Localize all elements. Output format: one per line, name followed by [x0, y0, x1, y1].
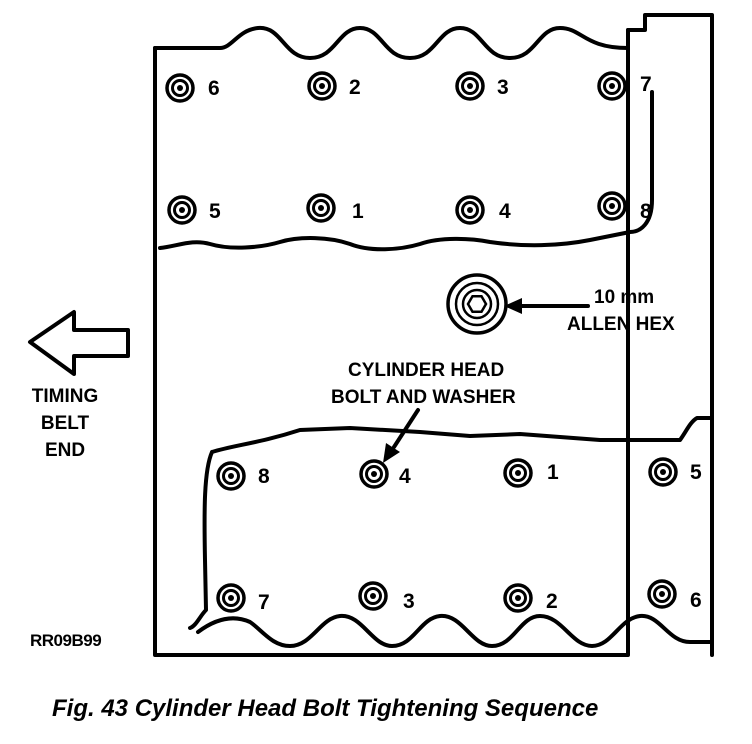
bolt-sequence-number: 4: [499, 200, 511, 223]
bolt-icon: [306, 193, 336, 223]
allen-hex-label-line1: 10 mm: [594, 287, 654, 308]
bolt-sequence-number: 1: [352, 200, 364, 223]
timing-label-line2: BELT: [41, 413, 90, 434]
timing-label-line1: TIMING: [32, 386, 99, 407]
pointer-arrow-icon: [383, 408, 420, 463]
bolt-washer-label-line1: CYLINDER HEAD: [348, 360, 504, 381]
bolt-icon: [648, 457, 678, 487]
bolt-sequence-number: 4: [399, 465, 411, 488]
bolt-icon: [307, 71, 337, 101]
bolt-icon: [455, 195, 485, 225]
bolt-sequence-number: 5: [209, 200, 221, 223]
bolt-icon: [503, 458, 533, 488]
lower-cylinder-head-outline: [188, 416, 714, 648]
bolt-icon: [359, 459, 389, 489]
lower-head-bolts: 8 4 1 5 7 3 2 6: [216, 457, 702, 614]
bolt-icon: [216, 461, 246, 491]
bolt-icon: [597, 71, 627, 101]
engine-block-outline: [153, 13, 714, 657]
timing-label-line3: END: [45, 440, 85, 461]
bolt-icon: [647, 579, 677, 609]
bolt-sequence-number: 2: [349, 76, 361, 99]
bolt-icon: [455, 71, 485, 101]
bolt-sequence-number: 8: [640, 200, 652, 223]
bolt-sequence-number: 2: [546, 590, 558, 613]
bolt-icon: [597, 191, 627, 221]
bolt-icon: [167, 195, 197, 225]
bolt-sequence-number: 8: [258, 465, 270, 488]
left-arrow-icon: [28, 310, 130, 376]
pointer-arrow-icon: [504, 298, 590, 314]
allen-hex-bolt-icon: [446, 273, 508, 335]
bolt-sequence-number: 6: [208, 77, 220, 100]
bolt-sequence-number: 7: [258, 591, 270, 614]
figure-caption: Fig. 43 Cylinder Head Bolt Tightening Se…: [52, 695, 598, 722]
upper-cylinder-head-outline: [153, 25, 654, 252]
bolt-sequence-number: 1: [547, 461, 559, 484]
figure-code: RR09B99: [30, 631, 101, 650]
allen-hex-label-line2: ALLEN HEX: [567, 314, 675, 335]
bolt-sequence-number: 6: [690, 589, 702, 612]
bolt-icon: [216, 583, 246, 613]
bolt-sequence-number: 3: [497, 76, 509, 99]
bolt-sequence-number: 7: [640, 73, 652, 96]
bolt-icon: [503, 583, 533, 613]
bolt-sequence-number: 5: [690, 461, 702, 484]
bolt-sequence-number: 3: [403, 590, 415, 613]
upper-head-bolts: 6 2 3 7 5 1 4 8: [165, 71, 652, 225]
bolt-washer-label-line2: BOLT AND WASHER: [331, 387, 516, 408]
bolt-icon: [358, 581, 388, 611]
bolt-icon: [165, 73, 195, 103]
